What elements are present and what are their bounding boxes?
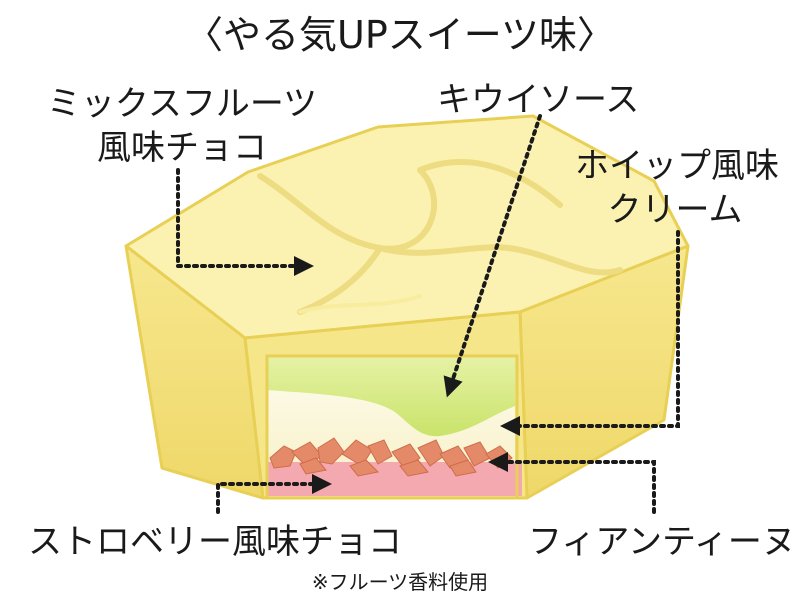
arrow-strawberry — [216, 474, 332, 514]
label-strawberry-chocolate: ストロベリー風味チョコ — [28, 522, 402, 562]
feuilletine-crumbs — [269, 437, 513, 477]
diagram-title: 〈やる気UPスイーツ味〉 — [185, 13, 615, 57]
leader-arrows — [176, 114, 680, 514]
label-mix-fruit-chocolate: ミックスフルーツ 風味チョコ — [32, 82, 332, 170]
cross-section-layers — [265, 354, 522, 500]
arrow-kiwi-sauce — [443, 114, 542, 398]
label-whipped-cream: ホイップ風味 クリーム — [575, 144, 779, 232]
footnote: ※フルーツ香料使用 — [311, 570, 489, 594]
label-feuilletine: フィアンティーヌ — [528, 522, 796, 562]
label-kiwi-sauce: キウイソース — [437, 80, 640, 120]
arrow-feuilletine — [488, 452, 656, 514]
label-whip-line2: クリーム — [607, 190, 743, 230]
label-mix-line2: 風味チョコ — [97, 128, 267, 168]
label-whip-line1: ホイップ風味 — [575, 146, 779, 186]
arrow-mix-chocolate — [176, 168, 314, 276]
label-mix-line1: ミックスフルーツ — [46, 84, 318, 124]
arrow-whipped-cream — [500, 230, 680, 436]
